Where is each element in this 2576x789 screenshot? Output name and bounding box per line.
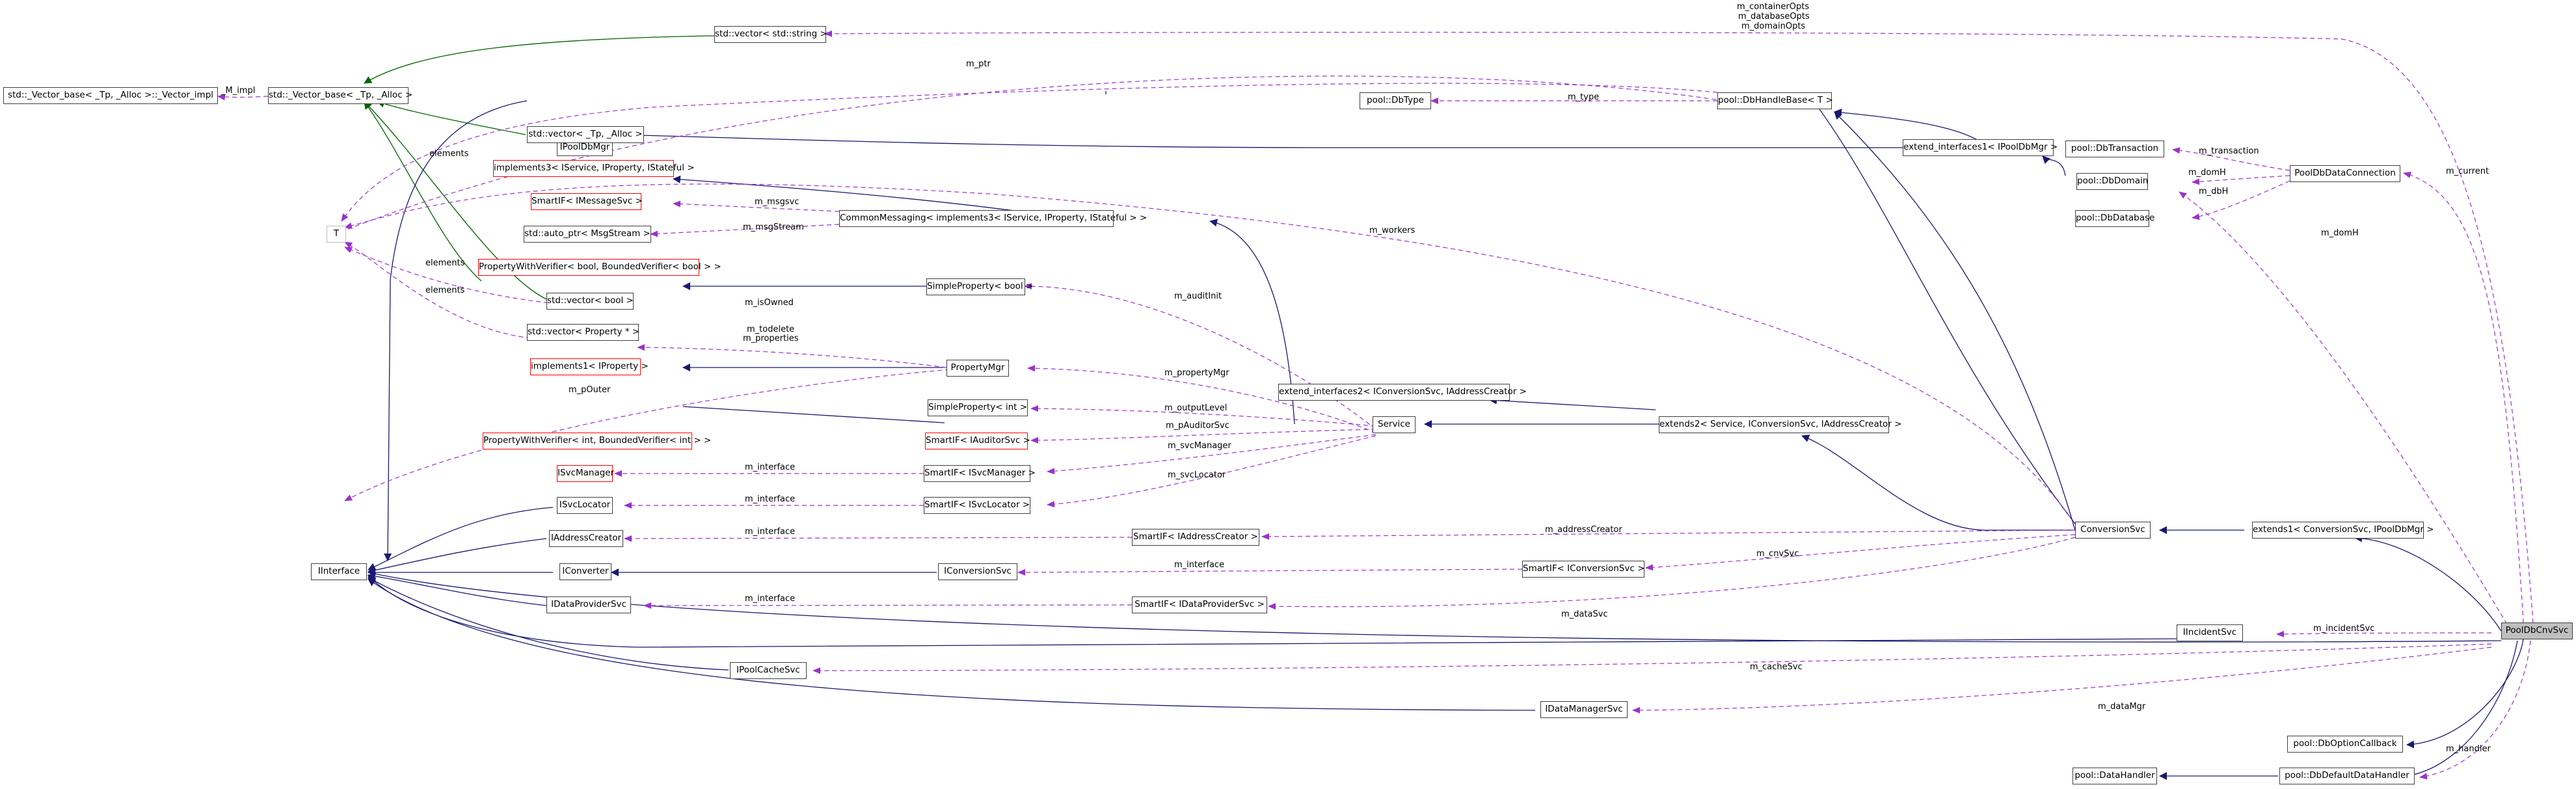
edge-label-m-workers: m_workers (1369, 226, 1415, 235)
edge-label-m-msgstream: m_msgStream (743, 222, 804, 232)
node-iconverter[interactable]: IConverter (559, 563, 611, 580)
node-t[interactable]: T (327, 226, 346, 243)
node-dbtransaction[interactable]: pool::DbTransaction (2065, 140, 2164, 157)
node-vector-prop[interactable]: std::vector< Property * > (527, 324, 639, 341)
edge-label-m-pauditorsvc: m_pAuditorSvc (1166, 421, 1229, 431)
edge-label-elements-3: elements (425, 286, 465, 295)
edge-label-m-properties: m_properties (743, 334, 799, 343)
node-auto-ptr[interactable]: std::auto_ptr< MsgStream > (524, 226, 651, 243)
node-idatamanagersvc[interactable]: IDataManagerSvc (1540, 701, 1628, 718)
edge-label-m-isowned: m_isOwned (745, 298, 794, 308)
node-service[interactable]: Service (1373, 416, 1415, 433)
node-simpleprop-int[interactable]: SimpleProperty< int > (928, 399, 1028, 416)
node-iinterface[interactable]: IInterface (311, 563, 367, 580)
node-vector-impl[interactable]: std::_Vector_base< _Tp, _Alloc >::_Vecto… (3, 87, 218, 104)
node-commonmessaging[interactable]: CommonMessaging< implements3< IService, … (839, 210, 1147, 227)
template-edges (364, 35, 715, 300)
node-vector-tp[interactable]: std::vector< _Tp, _Alloc > (527, 126, 644, 143)
node-extends2[interactable]: extends2< Service, IConversionSvc, IAddr… (1659, 416, 1901, 433)
edge-label-m-svcmanager: m_svcManager (1168, 441, 1231, 451)
edge-label-m-impl: _M_impl (221, 86, 256, 96)
node-smartif-idataprovidersvc[interactable]: SmartIF< IDataProviderSvc > (1132, 596, 1267, 613)
node-extend-interfaces2[interactable]: extend_interfaces2< IConversionSvc, IAdd… (1278, 384, 1527, 401)
edge-label-m-transaction: m_transaction (2199, 146, 2259, 156)
edge-label-m-propertymgr: m_propertyMgr (1164, 368, 1229, 378)
edge-label-m-auditinit: m_auditInit (1174, 291, 1222, 301)
usage-edges (217, 30, 2534, 780)
node-idataprovidersvc[interactable]: IDataProviderSvc (546, 596, 631, 613)
edge-label-m-svclocator: m_svcLocator (1168, 470, 1226, 480)
node-iconversionsvc[interactable]: IConversionSvc (938, 563, 1017, 580)
node-datahandler[interactable]: pool::DataHandler (2073, 768, 2157, 784)
edge-label-m-datasvc: m_dataSvc (1561, 609, 1608, 619)
node-pwv-int[interactable]: PropertyWithVerifier< int, BoundedVerifi… (483, 433, 711, 449)
node-extend-interfaces1[interactable]: extend_interfaces1< IPoolDbMgr > (1903, 139, 2058, 156)
node-dbtype[interactable]: pool::DbType (1360, 92, 1431, 109)
node-propertymgr[interactable]: PropertyMgr (946, 360, 1009, 377)
edge-label-m-interface-3: m_interface (745, 527, 796, 537)
edge-label-m-outputlevel: m_outputLevel (1164, 403, 1228, 413)
node-conversionsvc[interactable]: ConversionSvc (2075, 522, 2151, 539)
node-smartif-isvcmanager[interactable]: SmartIF< ISvcManager > (924, 465, 1036, 482)
edge-label-m-incidentsvc: m_incidentSvc (2313, 624, 2375, 634)
node-dbhandlebase[interactable]: pool::DbHandleBase< T > (1717, 92, 1833, 109)
edge-label-m-interface-4: m_interface (1174, 560, 1225, 570)
node-smartif-iauditor[interactable]: SmartIF< IAuditorSvc > (925, 433, 1030, 449)
edge-label-m-domh: m_domH (2188, 168, 2226, 178)
node-simpleprop-bool[interactable]: SimpleProperty< bool > (926, 278, 1033, 295)
edge-label-m-ptr: m_ptr (966, 59, 991, 69)
node-pooldbcnvsvc[interactable]: PoolDbCnvSvc (2501, 622, 2573, 639)
edge-label-m-todelete: m_todelete (747, 325, 795, 334)
node-dbdomain[interactable]: pool::DbDomain (2076, 173, 2148, 190)
edge-label-m-domainopts: m_domainOpts (1741, 21, 1806, 31)
edge-label-m-dbh: m_dbH (2199, 187, 2229, 196)
edge-label-m-pouter: m_pOuter (569, 385, 611, 395)
edge-label-m-interface-2: m_interface (745, 494, 796, 504)
node-iincidentsvc[interactable]: IIncidentSvc (2177, 624, 2243, 641)
edge-label-m-datamgr: m_dataMgr (2098, 702, 2146, 712)
edge-label-m-databaseopts: m_databaseOpts (1738, 12, 1810, 21)
edge-label-elements-1: elements (429, 149, 469, 159)
node-smartif-iaddresscreator[interactable]: SmartIF< IAddressCreator > (1132, 529, 1259, 546)
node-implements3[interactable]: implements3< IService, IProperty, IState… (493, 160, 695, 177)
edge-label-m-cachesvc: m_cacheSvc (1750, 662, 1803, 672)
node-implements1[interactable]: implements1< IProperty > (530, 358, 649, 375)
edge-label-elements-2: elements (425, 258, 465, 268)
edge-label-m-type: m_type (1568, 92, 1600, 102)
node-dbdatabase[interactable]: pool::DbDatabase (2075, 210, 2154, 227)
edge-label-m-current: m_current (2446, 167, 2489, 176)
node-vector-base[interactable]: std::_Vector_base< _Tp, _Alloc > (268, 87, 412, 104)
edge-label-m-msgsvc: m_msgsvc (755, 197, 799, 207)
edge-label-m-domh-2: m_domH (2321, 228, 2359, 238)
node-pwv-bool[interactable]: PropertyWithVerifier< bool, BoundedVerif… (478, 259, 721, 276)
edge-label-m-handler: m_handler (2446, 744, 2491, 754)
node-dboptioncallback[interactable]: pool::DbOptionCallback (2287, 736, 2403, 753)
node-smartif-iconversionsvc[interactable]: SmartIF< IConversionSvc > (1522, 561, 1644, 578)
edge-label-m-containeropts: m_containerOpts (1737, 2, 1810, 12)
node-vector-bool[interactable]: std::vector< bool > (546, 293, 634, 310)
node-dbdefaultdatahandler[interactable]: pool::DbDefaultDataHandler (2279, 768, 2415, 784)
node-smartif-isvclocator[interactable]: SmartIF< ISvcLocator > (924, 497, 1030, 514)
node-isvcmanager[interactable]: ISvcManager (557, 465, 614, 482)
node-vector-string[interactable]: std::vector< std::string > (714, 26, 827, 43)
edge-label-m-addresscreator: m_addressCreator (1545, 525, 1622, 535)
edge-label-m-cnvsvc: m_cnvSvc (1756, 549, 1799, 559)
edge-label-m-interface-1: m_interface (745, 462, 796, 472)
node-isvclocator[interactable]: ISvcLocator (557, 497, 613, 514)
node-pooldbdataconnection[interactable]: PoolDbDataConnection (2290, 165, 2400, 182)
node-ipoolcachesvc[interactable]: IPoolCacheSvc (730, 662, 807, 679)
node-extends1[interactable]: extends1< ConversionSvc, IPoolDbMgr > (2252, 522, 2434, 539)
edge-label-m-interface-5: m_interface (745, 594, 796, 604)
node-iaddresscreator[interactable]: IAddressCreator (549, 530, 623, 547)
node-smartif-imsgsvc[interactable]: SmartIF< IMessageSvc > (531, 193, 643, 210)
